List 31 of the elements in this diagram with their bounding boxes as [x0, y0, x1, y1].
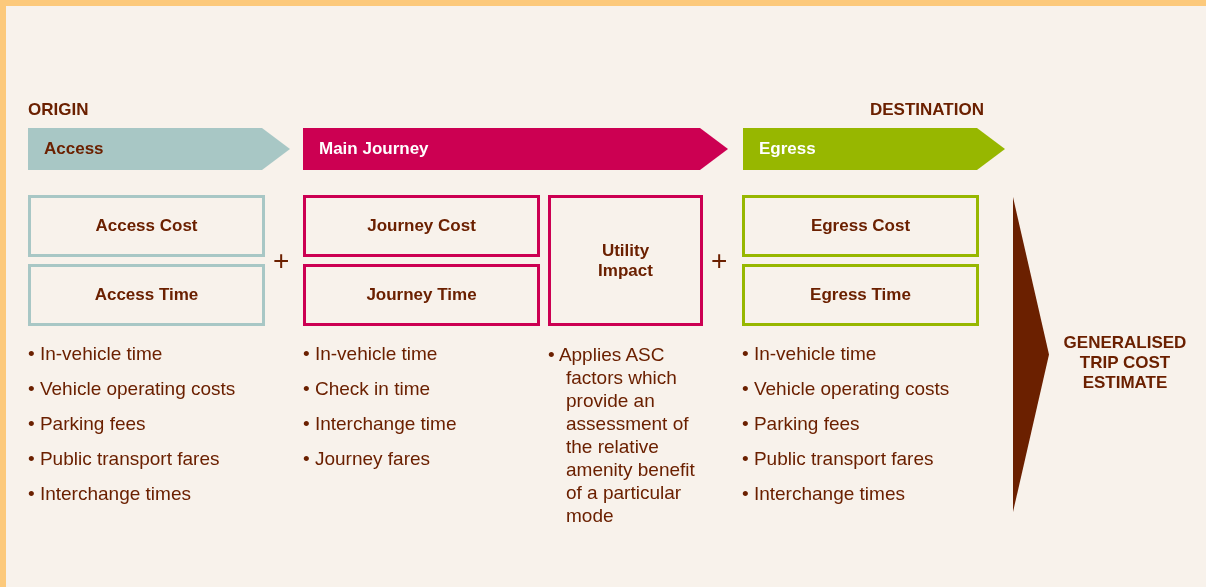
bullet-item: • Check in time: [303, 378, 432, 400]
plus-sign: +: [273, 245, 290, 277]
stage-banner: Main Journey: [303, 128, 728, 170]
bullet-item: • Public transport fares: [742, 448, 935, 470]
stage-banner: Egress: [743, 128, 1005, 170]
cost-box: Journey Time: [303, 264, 540, 326]
bullet-item: • Vehicle operating costs: [742, 378, 951, 400]
stage-banner: Access: [28, 128, 290, 170]
bullet-item: • Journey fares: [303, 448, 432, 470]
cost-box: Egress Time: [742, 264, 979, 326]
bullet-item: • In-vehicle time: [28, 343, 164, 365]
end-label: ORIGIN: [28, 100, 89, 120]
bullet-item: • In-vehicle time: [742, 343, 878, 365]
bullet-item: • Interchange times: [28, 483, 192, 505]
cost-box: Access Cost: [28, 195, 265, 257]
plus-sign: +: [711, 245, 728, 277]
bullet-item: • Public transport fares: [28, 448, 221, 470]
triangle-arrow: [1013, 197, 1049, 512]
bullet-item: • Interchange times: [742, 483, 906, 505]
end-label: DESTINATION: [870, 100, 984, 120]
bullet-item: • Applies ASC factors which provide an assessment of the relative amenity benefit of a particular mode: [548, 343, 696, 527]
bullet-item: • Interchange time: [303, 413, 458, 435]
cost-box: Journey Cost: [303, 195, 540, 257]
result-heading: GENERALISED TRIP COST ESTIMATE: [1062, 333, 1188, 393]
cost-box: Access Time: [28, 264, 265, 326]
bullet-item: • Parking fees: [742, 413, 861, 435]
cost-box: Utility Impact: [548, 195, 703, 326]
bullet-item: • In-vehicle time: [303, 343, 439, 365]
bullet-item: • Vehicle operating costs: [28, 378, 237, 400]
cost-box: Egress Cost: [742, 195, 979, 257]
bullet-item: • Parking fees: [28, 413, 147, 435]
